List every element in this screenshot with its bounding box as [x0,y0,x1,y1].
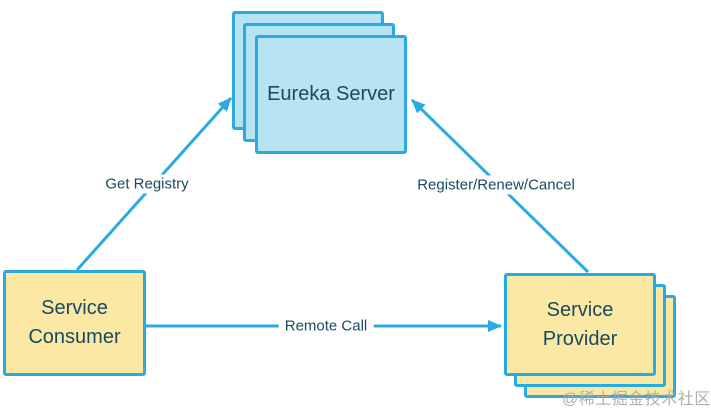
node-label-eureka-server: Eureka Server [267,83,395,105]
edge-label-register-renew-cancel: Register/Renew/Cancel [411,175,581,195]
edge-label-remote-call: Remote Call [278,316,374,336]
edge-label-get-registry: Get Registry [99,174,195,194]
watermark: @稀土掘金技术社区 [562,391,711,408]
node-label-service-consumer: Service Consumer [28,297,121,348]
node-card: Service Consumer [3,270,146,376]
stack-card-front: Service Provider [504,273,656,376]
node-label-service-provider: Service Provider [542,298,618,350]
stack-card-front: Eureka Server [255,35,407,154]
